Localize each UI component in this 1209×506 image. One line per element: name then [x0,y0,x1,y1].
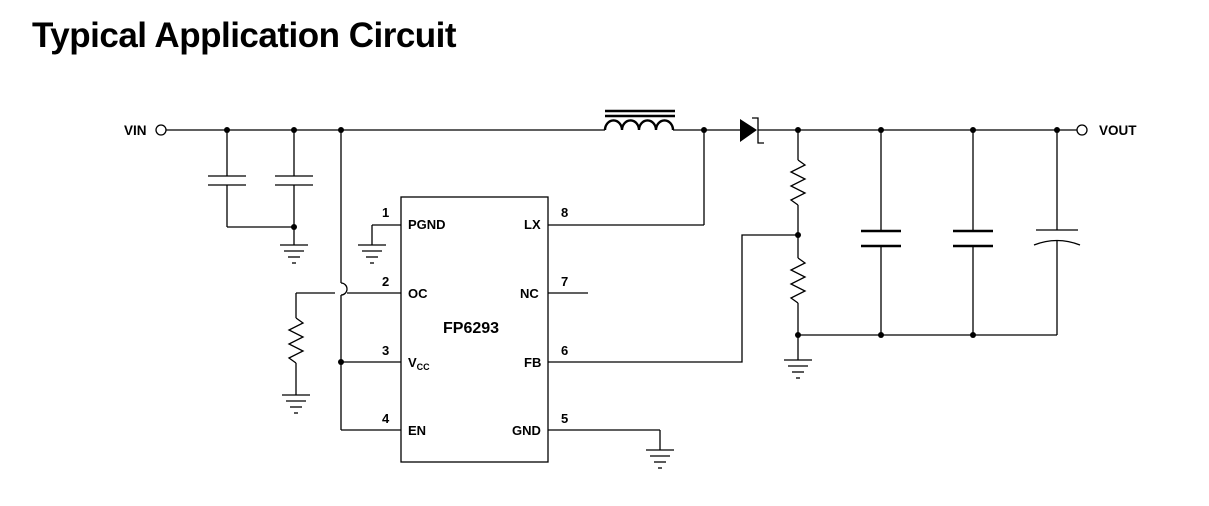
oc-resistor [287,317,305,364]
feedback-resistor-bottom [789,257,807,304]
ic-body [400,196,549,463]
pin-label: VCC [408,355,430,372]
output-capacitor-1 [861,130,901,335]
ground-icon [282,394,310,414]
pin-number: 6 [561,343,568,358]
vin-terminal [155,124,167,136]
page-title: Typical Application Circuit [32,16,457,55]
pin-label: LX [524,217,541,232]
input-capacitor-2 [275,130,313,245]
pin-label: OC [408,286,428,301]
vout-label: VOUT [1099,123,1137,138]
output-capacitor-2 [953,130,993,335]
pin-number: 3 [382,343,389,358]
pin-number: 5 [561,411,568,426]
pin-number: 8 [561,205,568,220]
feedback-resistor-top [789,159,807,206]
input-capacitor-1 [208,130,246,227]
pin-number: 4 [382,411,390,426]
output-capacitor-3 [1033,130,1081,335]
pin-number: 1 [382,205,389,220]
ground-icon [646,449,674,469]
pin-number: 7 [561,274,568,289]
ground-icon [358,244,386,264]
chip-name: FP6293 [443,320,499,337]
vin-label: VIN [124,123,147,138]
ground-icon [784,359,812,379]
junction-dots [224,127,1060,365]
pin-label: EN [408,423,426,438]
pin-label: FB [524,355,541,370]
pin-number: 2 [382,274,389,289]
ground-icon [280,244,308,264]
inductor [603,109,675,131]
vout-terminal [1076,124,1088,136]
pin-label: NC [520,286,539,301]
pin-label: PGND [408,217,446,232]
pin-label: GND [512,423,541,438]
